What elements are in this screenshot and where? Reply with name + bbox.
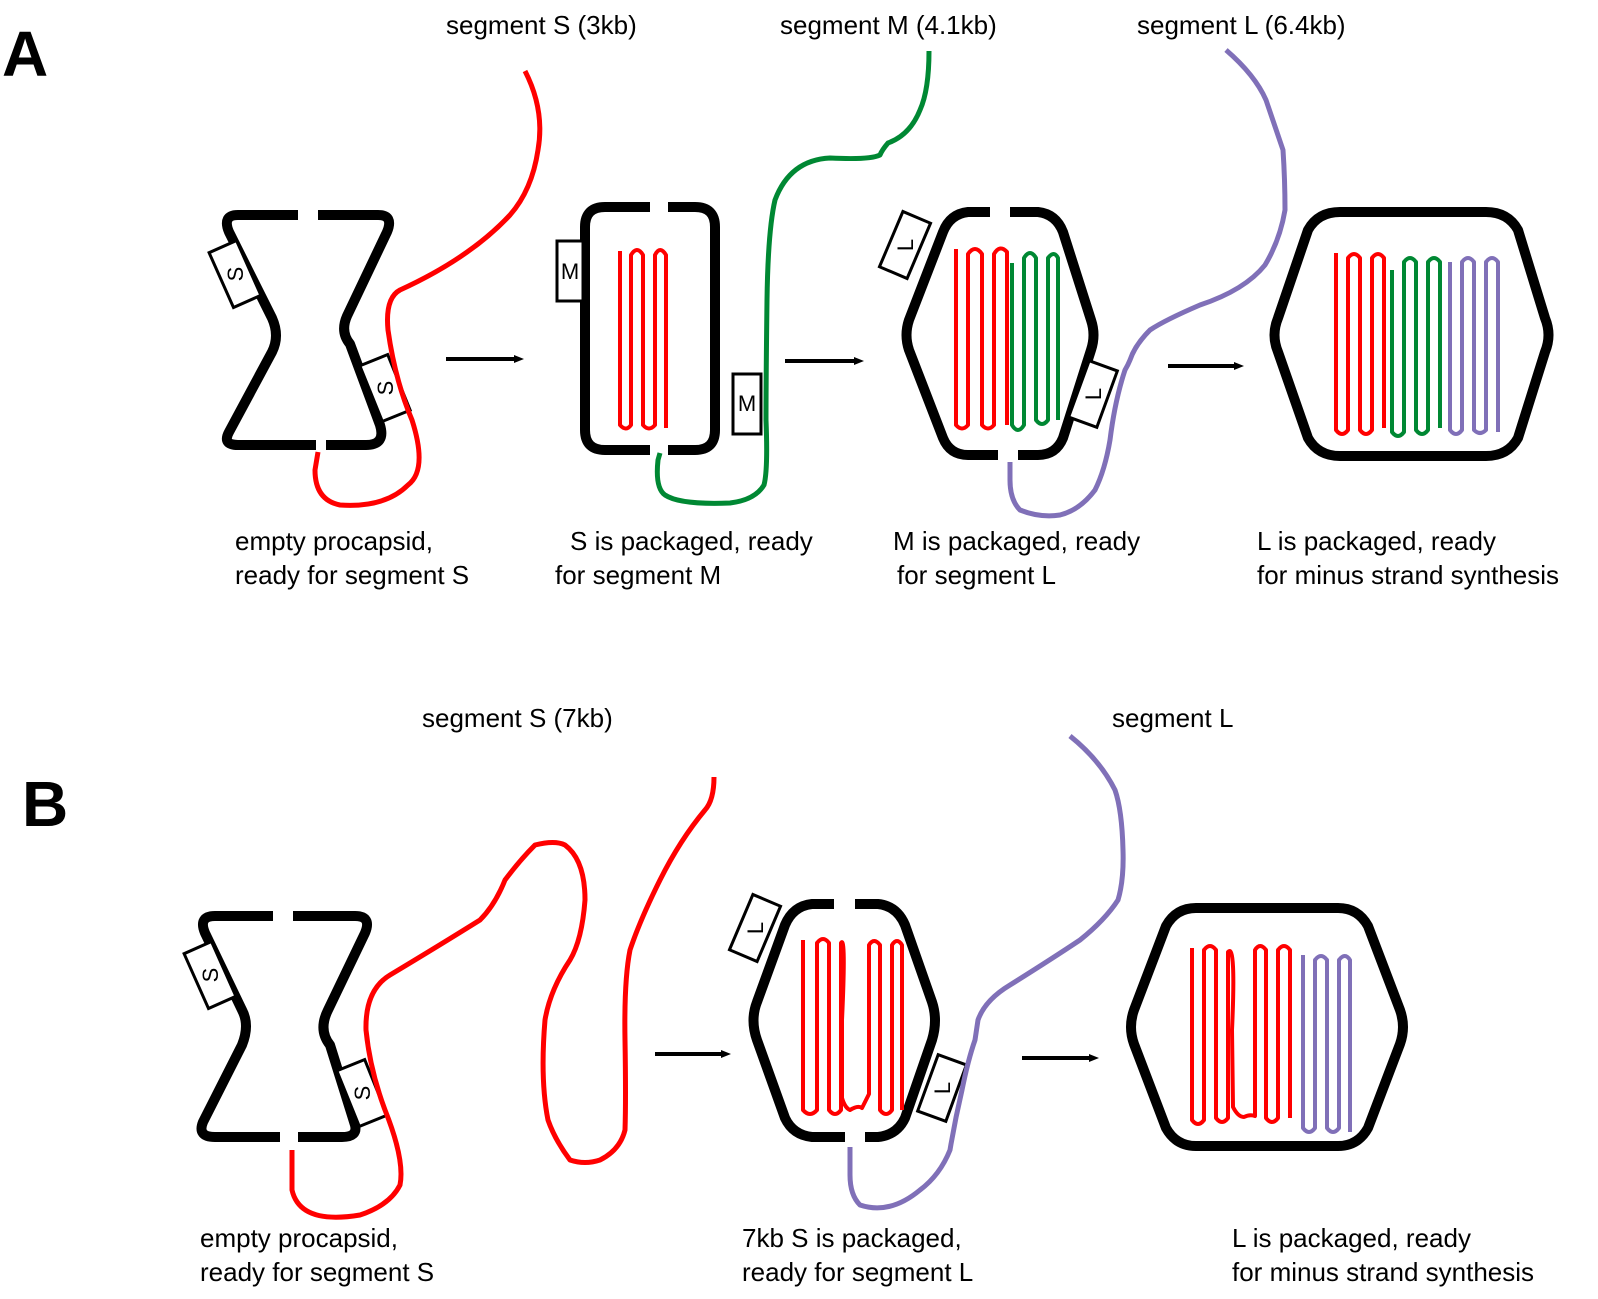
panel-a-stage-3-capsid: L L [877, 48, 1288, 519]
svg-text:S: S [373, 381, 398, 396]
capsid-shell [1126, 903, 1408, 1151]
receptor-s-box-bottom: S [357, 352, 413, 424]
receptor-s-box-top: S [207, 238, 263, 310]
receptor-l-box-left: L [877, 209, 933, 281]
svg-text:L: L [930, 1082, 955, 1094]
panel-b-caption-1-line2: ready for segment S [200, 1257, 434, 1287]
packaged-s-strand [954, 246, 1009, 431]
svg-text:S: S [350, 1086, 375, 1101]
receptor-l-box-left: L [727, 892, 783, 964]
panel-b-stage-1-procapsid: S S [182, 776, 717, 1220]
segment-l-strand [1007, 48, 1288, 519]
panel-a-caption-4-line1: L is packaged, ready [1257, 526, 1496, 556]
capsid-shell-right [668, 202, 720, 455]
panel-a-caption-2-line1: S is packaged, ready [570, 526, 813, 556]
panel-b-segment-s-label: segment S (7kb) [422, 703, 613, 733]
panel-b-caption-2-line1: 7kb S is packaged, [742, 1223, 962, 1253]
panel-b-letter: B [22, 768, 68, 840]
panel-a-segment-s-label: segment S (3kb) [446, 10, 637, 40]
packaged-l-strand [1448, 256, 1500, 436]
panel-a-caption-2-line2: for segment M [555, 560, 721, 590]
panel-a-stage-4-capsid [1269, 207, 1554, 461]
svg-text:L: L [893, 239, 918, 251]
receptor-l-box-right: L [1066, 358, 1120, 430]
panel-b-caption-1-line1: empty procapsid, [200, 1223, 398, 1253]
panel-a-letter: A [2, 18, 48, 90]
panel-a-stage-1-procapsid: S S [207, 69, 543, 508]
packaged-s-strand [1334, 252, 1386, 436]
panel-a-caption-1-line1: empty procapsid, [235, 526, 433, 556]
receptor-s-box-top: S [182, 939, 238, 1011]
packaged-7kb-s-strand [1190, 944, 1292, 1126]
panel-b-stage-2-capsid: L L [727, 734, 1126, 1211]
svg-text:L: L [743, 922, 768, 934]
svg-text:S: S [223, 267, 248, 282]
panel-a-caption-3-line2: for segment L [897, 560, 1056, 590]
packaged-7kb-s-strand [801, 937, 904, 1116]
procapsid-shell-left [196, 911, 280, 1142]
procapsid-shell-right [293, 911, 372, 1142]
panel-b-stage-3-capsid [1126, 903, 1408, 1151]
segment-s-strand [289, 776, 717, 1220]
svg-text:S: S [198, 968, 223, 983]
segment-m-strand [654, 50, 932, 506]
panel-a-stage-2-capsid: M M [555, 50, 932, 506]
svg-text:M: M [738, 391, 756, 416]
panel-b-caption-2-line2: ready for segment L [742, 1257, 973, 1287]
segment-l-strand [847, 734, 1126, 1211]
capsid-shell-left [580, 202, 650, 455]
panel-b-caption-3-line1: L is packaged, ready [1232, 1223, 1471, 1253]
capsid-shell-left [748, 899, 845, 1142]
panel-b-segment-l-label: segment L [1112, 703, 1233, 733]
packaged-m-strand [1010, 251, 1060, 432]
receptor-m-box-right: M [731, 372, 763, 436]
panel-a-caption-4-line2: for minus strand synthesis [1257, 560, 1559, 590]
svg-text:M: M [561, 259, 579, 284]
capsid-shell [1269, 207, 1554, 461]
capsid-shell-right [855, 899, 940, 1142]
receptor-l-box-right: L [915, 1052, 969, 1124]
capsid-shell-right [1010, 207, 1099, 460]
segment-s-strand [312, 69, 543, 508]
panel-a-caption-1-line2: ready for segment S [235, 560, 469, 590]
panel-a-caption-3-line1: M is packaged, ready [893, 526, 1140, 556]
svg-text:L: L [1081, 388, 1106, 400]
panel-a-segment-l-label: segment L (6.4kb) [1137, 10, 1346, 40]
panel-b-caption-3-line2: for minus strand synthesis [1232, 1257, 1534, 1287]
packaged-s-strand [618, 248, 668, 431]
capsid-shell-left [901, 207, 998, 460]
packaged-m-strand [1390, 256, 1442, 438]
packaged-l-strand [1301, 954, 1352, 1134]
panel-a-segment-m-label: segment M (4.1kb) [780, 10, 997, 40]
procapsid-shell-right [318, 210, 395, 450]
procapsid-shell-left [221, 210, 316, 450]
receptor-m-box-left: M [555, 239, 585, 303]
